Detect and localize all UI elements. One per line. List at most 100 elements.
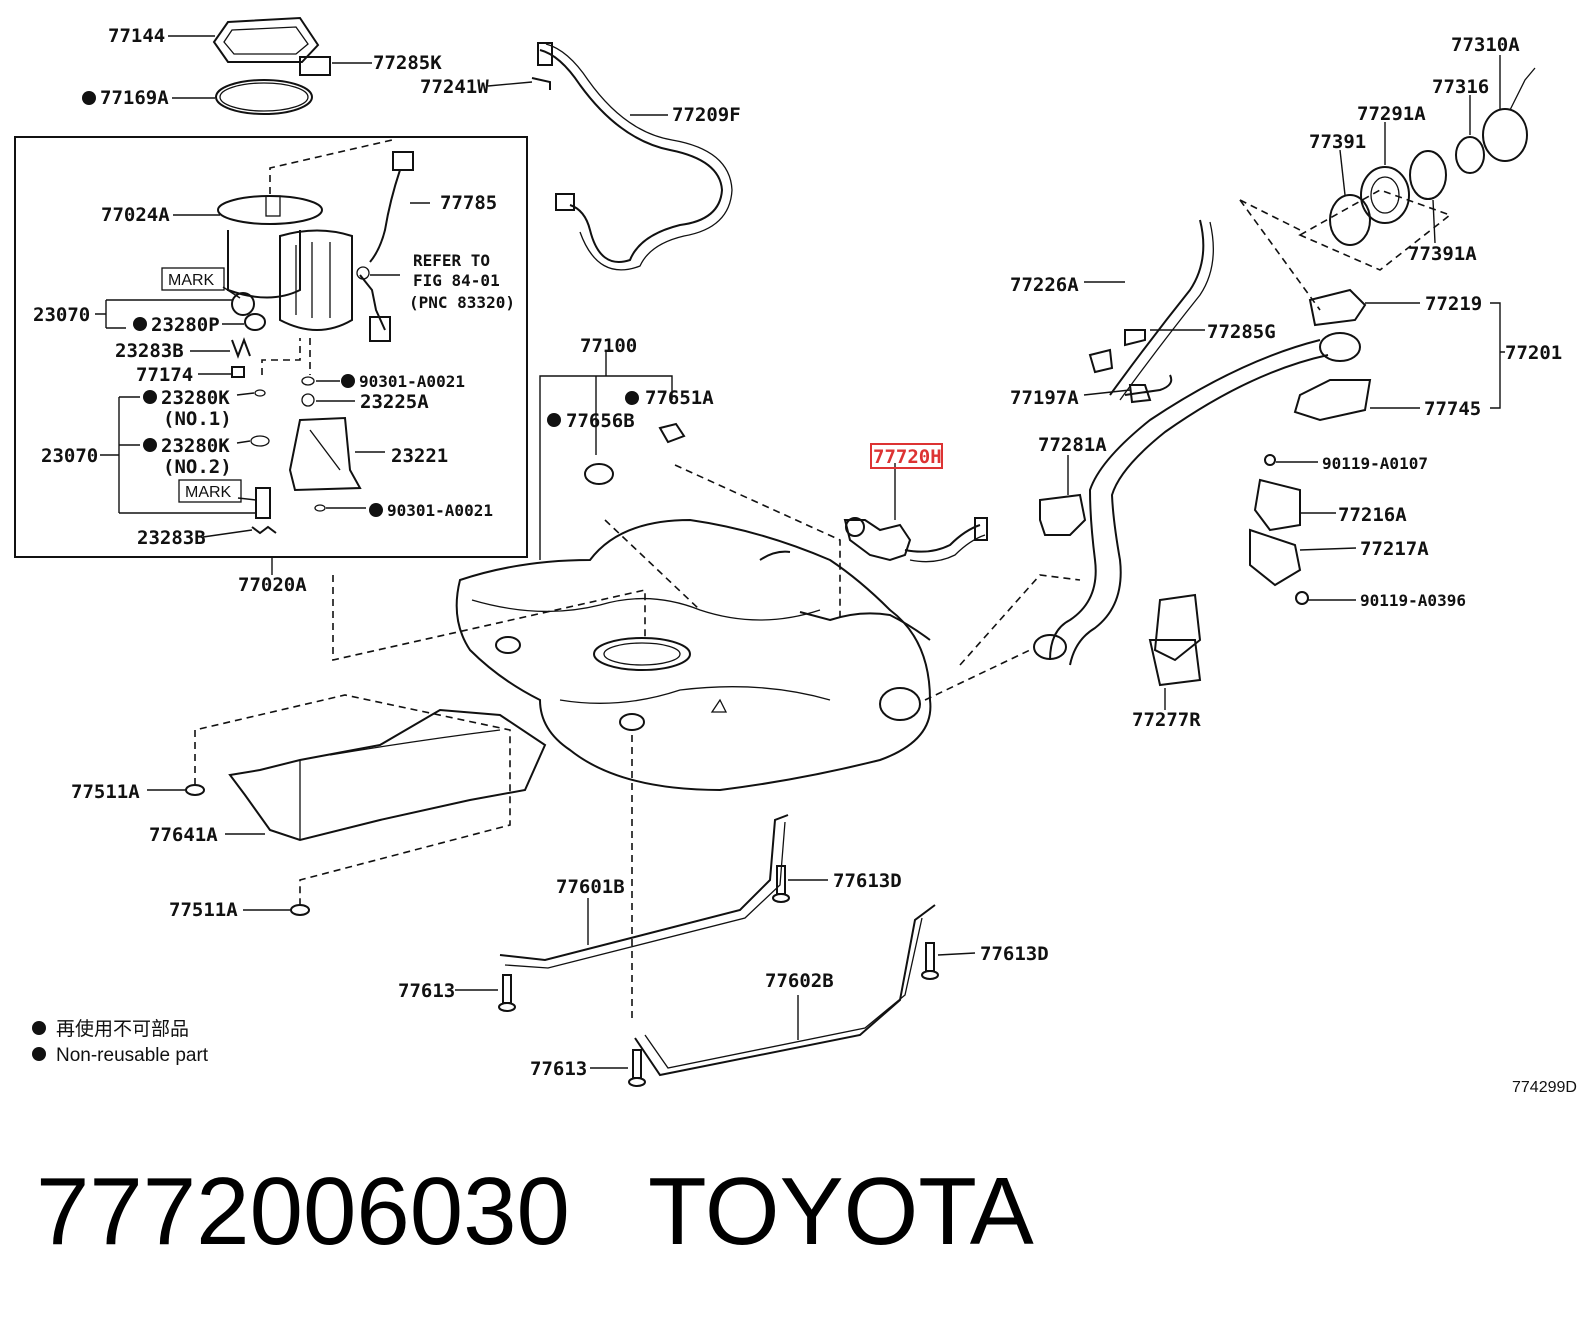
connector-part [299, 56, 331, 76]
legend-japanese: 再使用不可部品 [56, 1018, 189, 1040]
pump-assembly-inset-frame [14, 136, 528, 558]
label-77285g: 77285G [1207, 321, 1276, 343]
o-ring-23280k-no2 [250, 435, 270, 447]
label-90301-top: 90301-A0021 [359, 372, 465, 391]
clip-23283b-top [231, 337, 251, 359]
mark-label-bottom: MARK [185, 484, 232, 501]
non-reusable-dot-icon [143, 438, 157, 452]
label-77174: 77174 [136, 364, 193, 386]
bolt-77613d-upper [772, 865, 790, 903]
bolt-77613d-lower [921, 942, 939, 980]
label-77391: 77391 [1309, 131, 1366, 153]
part-23225a [301, 393, 315, 407]
bracket-77217a [1249, 528, 1302, 587]
o-ring-90301-bottom [314, 504, 326, 512]
gasket-77391a [1409, 150, 1447, 200]
label-77291a: 77291A [1357, 103, 1426, 125]
label-77209f: 77209F [672, 104, 741, 126]
vent-valve-77720h [843, 517, 988, 563]
label-77601b: 77601B [556, 876, 625, 898]
label-23225a: 23225A [360, 391, 429, 413]
label-90301-bottom: 90301-A0021 [387, 501, 493, 520]
ring-77316 [1455, 136, 1485, 174]
clip-77197a [1128, 384, 1152, 404]
pad-77651a [658, 422, 686, 444]
bolt-90119-a0107 [1264, 454, 1276, 466]
fuel-tank-77100 [455, 518, 932, 792]
figure-id: 774299D [1512, 1079, 1577, 1096]
label-77720h-highlighted: 77720H [873, 446, 942, 468]
non-reusable-dot-icon [369, 503, 383, 517]
bolt-90119-a0396 [1295, 591, 1309, 605]
non-reusable-dot-icon [82, 91, 96, 105]
label-77613-lower: 77613 [530, 1058, 587, 1080]
label-23283b-bottom: 23283B [137, 527, 206, 549]
tank-protector-77641a [228, 708, 547, 842]
label-77217a: 77217A [1360, 538, 1429, 560]
label-77226a: 77226A [1010, 274, 1079, 296]
label-23280k-no2: 23280K [161, 435, 230, 457]
fuel-cap-77310a [1482, 67, 1536, 162]
label-77511a-lower: 77511A [169, 899, 238, 921]
o-ring-23280k-no1 [254, 389, 266, 397]
label-77216a: 77216A [1338, 504, 1407, 526]
refer-line-1: REFER TO [413, 251, 490, 270]
grommet-77656b [584, 463, 614, 485]
hose-77281a [1039, 493, 1087, 536]
clip-77511a-lower [290, 904, 310, 916]
label-77613d-lower: 77613D [980, 943, 1049, 965]
label-77613-upper: 77613 [398, 980, 455, 1002]
non-reusable-dot-icon [625, 391, 639, 405]
non-reusable-dot-icon [133, 317, 147, 331]
protector-77745 [1293, 379, 1372, 422]
refer-line-2: FIG 84-01 [413, 271, 500, 290]
filter-cap-part [231, 292, 255, 316]
filler-pipe-77201 [1033, 219, 1361, 666]
bolt-77613-lower [628, 1049, 646, 1087]
clip-23283b-bottom [251, 525, 277, 535]
label-77316: 77316 [1432, 76, 1489, 98]
label-77641a: 77641A [149, 824, 218, 846]
label-23280p: 23280P [151, 314, 220, 336]
label-77201: 77201 [1505, 342, 1562, 364]
gasket-ring-part [215, 79, 313, 115]
mark-box-top [161, 267, 225, 291]
non-reusable-dot-icon [143, 390, 157, 404]
label-77745: 77745 [1424, 398, 1481, 420]
label-77651a: 77651A [645, 387, 714, 409]
check-valve-part [255, 487, 271, 519]
label-77310a: 77310A [1451, 34, 1520, 56]
non-reusable-dot-icon [341, 374, 355, 388]
pressure-regulator-part [288, 416, 362, 492]
seal-77391 [1329, 194, 1371, 246]
label-77100: 77100 [580, 335, 637, 357]
non-reusable-dot-icon [547, 413, 561, 427]
label-23070-top: 23070 [33, 304, 90, 326]
legend-dot-icon [32, 1021, 46, 1035]
clip-77241w [531, 77, 551, 90]
sender-gauge-part [356, 151, 414, 342]
caption-part-number: 7772006030 [36, 1158, 570, 1265]
tank-band-77602b [634, 904, 936, 1077]
label-77144: 77144 [108, 25, 165, 47]
label-90119-a0107: 90119-A0107 [1322, 454, 1428, 473]
legend-dot-icon [32, 1047, 46, 1061]
label-77391a: 77391A [1408, 243, 1477, 265]
fuel-pump-assembly [217, 195, 353, 331]
label-77219: 77219 [1425, 293, 1482, 315]
label-23283b-top: 23283B [115, 340, 184, 362]
label-77511a-upper: 77511A [71, 781, 140, 803]
label-77197a: 77197A [1010, 387, 1079, 409]
refer-line-3: (PNC 83320) [409, 293, 515, 312]
label-77169a: 77169A [100, 87, 169, 109]
o-ring-90301-top [301, 376, 315, 386]
mark-label-top: MARK [168, 272, 215, 289]
bracket-77219 [1308, 288, 1367, 327]
label-23070-bottom: 23070 [41, 445, 98, 467]
bolt-77613-upper [498, 974, 516, 1012]
label-77277r: 77277R [1132, 709, 1201, 731]
o-ring-23280p [244, 313, 266, 331]
caption-brand: TOYOTA [648, 1158, 1034, 1265]
